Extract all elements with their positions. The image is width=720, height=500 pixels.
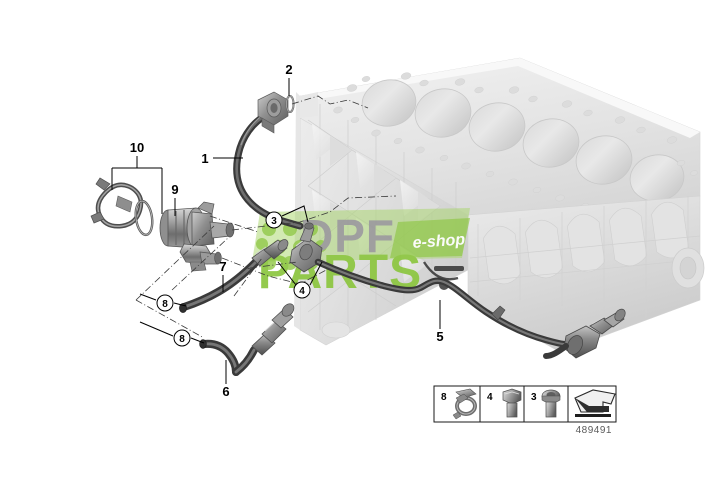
part-7-connector: [263, 239, 289, 260]
spring-clamp: [90, 177, 144, 229]
legend-number-4: 4: [487, 392, 493, 403]
callout-6-label: 6: [222, 384, 229, 399]
callout-8b-circled: 8: [173, 329, 191, 347]
part-5-vacuum-line: [314, 258, 584, 349]
legend-cell-bracket: [567, 385, 617, 423]
callout-4-label: 4: [299, 286, 305, 297]
callout-8a-circled: 8: [156, 294, 174, 312]
legend-number-8: 8: [441, 392, 447, 403]
callout-1-label: 1: [201, 151, 208, 166]
right-connector-assembly: [543, 308, 626, 359]
part-6-hose: [199, 303, 295, 376]
callout-5-label: 5: [436, 329, 443, 344]
callout-8a-label: 8: [162, 299, 168, 310]
callout-3-circled: 3: [265, 211, 283, 229]
diagram-part-number: 489491: [576, 425, 612, 436]
hose-junction-block: [289, 222, 323, 273]
circled-callouts: 3 4 8 8: [156, 211, 311, 347]
part-9-vacuum-control-valve: [159, 201, 235, 272]
leader-lines: [111, 78, 441, 384]
part-6-connector: [251, 303, 295, 356]
callout-10-label: 10: [130, 140, 144, 155]
part-10-clamp-and-oring: [90, 177, 154, 237]
plain-callouts: 1 2 5 6 7 9 10: [130, 62, 444, 399]
legend-cell-8: 8: [433, 385, 481, 423]
callout-9-label: 9: [171, 182, 178, 197]
callout-2-label: 2: [285, 62, 292, 77]
connector-top: [257, 91, 295, 134]
bracket-profile-icon: [574, 389, 616, 417]
callout-7-label: 7: [219, 259, 226, 274]
callout-4-circled: 4: [293, 281, 311, 299]
hex-bolt-icon: [502, 388, 522, 418]
callout-8b-label: 8: [179, 334, 185, 345]
legend-number-3: 3: [531, 392, 537, 403]
legend-cell-3: 3: [523, 385, 569, 423]
legend-cell-4: 4: [479, 385, 525, 423]
bedplate-ribs: [469, 196, 701, 318]
cylinder-bores: [361, 79, 685, 202]
watermark-eshop-text: e-shop: [412, 231, 466, 252]
callout-3-label: 3: [271, 216, 277, 227]
socket-bolt-icon: [541, 389, 561, 418]
hose-clamp-icon: [452, 388, 477, 420]
watermark-banner-right: [390, 218, 470, 258]
